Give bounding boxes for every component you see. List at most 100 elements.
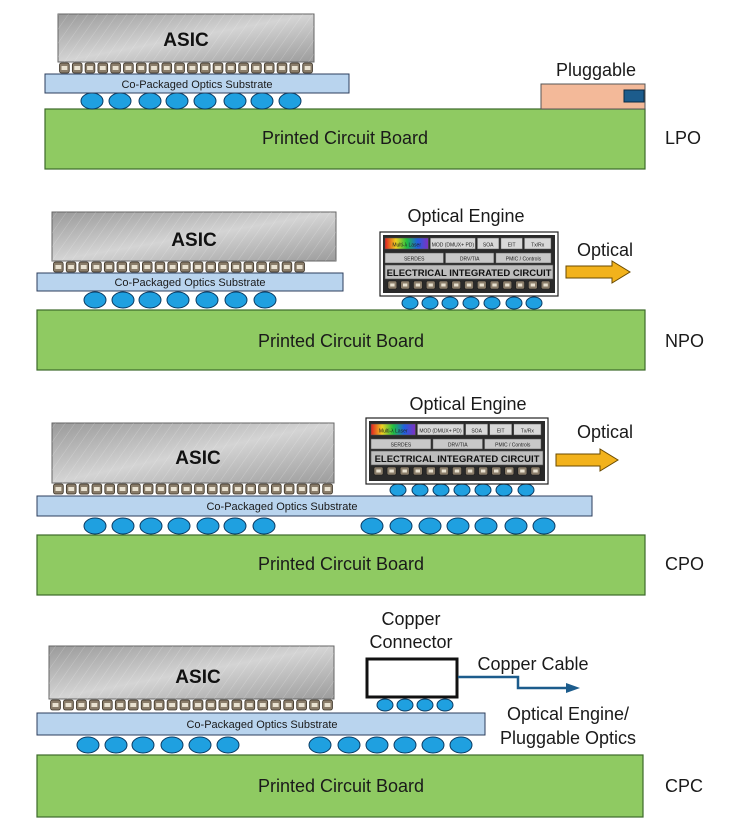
micro-bump-core: [170, 487, 177, 491]
solder-ball: [365, 736, 389, 754]
micro-bump-core: [169, 703, 176, 707]
solder-ball: [401, 296, 419, 310]
micro-bump-core: [189, 66, 196, 70]
oe-bump-core: [441, 283, 446, 287]
micro-bump-core: [311, 703, 318, 707]
solder-ball: [411, 483, 429, 497]
micro-bump-core: [259, 703, 266, 707]
pcb: [36, 534, 646, 596]
micro-bump-core: [55, 487, 62, 491]
pcb-label: Printed Circuit Board: [262, 128, 428, 148]
solder-ball: [80, 92, 104, 110]
solder-ball: [525, 296, 543, 310]
solder-ball: [188, 736, 212, 754]
solder-ball: [111, 517, 135, 535]
solder-ball: [441, 296, 459, 310]
oe-ball-row: [389, 483, 535, 497]
cpo-substrate: [36, 712, 486, 736]
oe-bump-core: [402, 283, 408, 287]
micro-bump-core: [163, 66, 170, 70]
solder-ball: [252, 517, 276, 535]
oe-top-cell: [370, 423, 416, 436]
solder-ball: [474, 483, 492, 497]
micro-bump-core: [106, 487, 113, 491]
row-cpc: Printed Circuit Board Co-Packaged Optics…: [36, 609, 703, 818]
micro-bump-core: [81, 487, 87, 491]
solder-ball: [223, 92, 247, 110]
micro-bump-core: [182, 703, 188, 707]
asic-bump-row: [53, 483, 333, 495]
pcb-ball-row: [80, 92, 302, 110]
oe-mid-cell-label: SERDES: [391, 443, 412, 449]
micro-bump-core: [93, 265, 100, 269]
micro-bump-core: [233, 265, 240, 269]
micro-bump-core: [273, 487, 280, 491]
micro-bump-core: [91, 703, 98, 707]
solder-ball: [495, 483, 513, 497]
row-npo: Printed Circuit Board Co-Packaged Optics…: [36, 206, 704, 371]
micro-bump-core: [258, 265, 265, 269]
micro-bump-core: [55, 265, 62, 269]
oe-mid-cell-label: SERDES: [404, 257, 425, 263]
oe-top-cell: [500, 237, 523, 250]
micro-bump-core: [78, 703, 85, 707]
micro-bump-core: [131, 265, 138, 269]
solder-ball: [474, 517, 498, 535]
oe-top-cell-label: Multi-λ Laser: [379, 429, 408, 435]
oe-mid-cell: [495, 252, 552, 264]
oe-top-cell-label: Tx/Rx: [531, 243, 545, 249]
oe-mid-cell-label: PMIC / Controls: [506, 257, 542, 263]
micro-bump-core: [220, 265, 227, 269]
substrate-label: Co-Packaged Optics Substrate: [121, 79, 272, 91]
oe-bump-core: [480, 469, 486, 473]
substrate-label: Co-Packaged Optics Substrate: [114, 277, 265, 289]
solder-ball: [360, 517, 384, 535]
micro-bump-core: [99, 66, 106, 70]
micro-bump-core: [246, 703, 253, 707]
micro-bump-core: [182, 265, 189, 269]
optical-label: Optical: [577, 422, 633, 442]
oe-mid-cell: [484, 438, 542, 450]
micro-bump-core: [247, 487, 254, 491]
oe-ball-row: [401, 296, 543, 310]
pcb-ball-row: [83, 517, 556, 535]
micro-bump-core: [299, 487, 305, 491]
micro-bump-core: [207, 703, 214, 707]
cpo-substrate: [36, 495, 593, 517]
solder-ball: [253, 291, 277, 309]
pluggable-port: [623, 89, 645, 103]
eic-label: ELECTRICAL INTEGRATED CIRCUIT: [375, 454, 540, 465]
micro-bump-core: [117, 703, 124, 707]
micro-bump-core: [68, 487, 75, 491]
micro-bump-core: [209, 487, 216, 491]
micro-bump-core: [144, 265, 151, 269]
copper-connector: [365, 657, 459, 699]
oe-bump-core: [505, 283, 510, 287]
micro-bump-core: [298, 703, 305, 707]
oe-bump-core: [402, 469, 407, 473]
micro-bump-core: [207, 265, 214, 269]
oe-bump-core: [376, 469, 381, 473]
micro-bump-core: [222, 487, 228, 491]
substrate-label: Co-Packaged Optics Substrate: [186, 719, 337, 731]
oe-bump-core: [441, 469, 447, 473]
micro-bump-core: [279, 66, 285, 70]
oe-bump-core: [454, 469, 460, 473]
oe-top-cell-label: EIT: [508, 243, 516, 249]
solder-ball: [76, 736, 100, 754]
solder-ball: [462, 296, 480, 310]
oe-mid-cell-label: DRV/TIA: [460, 257, 480, 263]
micro-bump-core: [65, 703, 72, 707]
cpo-substrate: [36, 272, 344, 292]
oe-top-cell-label: SOA: [483, 243, 494, 249]
solder-ball: [138, 92, 162, 110]
pcb-label: Printed Circuit Board: [258, 331, 424, 351]
row-cpo: Printed Circuit Board Co-Packaged Optics…: [36, 394, 704, 596]
cpo-substrate: [44, 73, 350, 94]
oe-bump-core: [543, 283, 548, 287]
micro-bump-core: [80, 265, 87, 269]
oe-bump-core: [467, 469, 473, 473]
solder-ball: [138, 291, 162, 309]
